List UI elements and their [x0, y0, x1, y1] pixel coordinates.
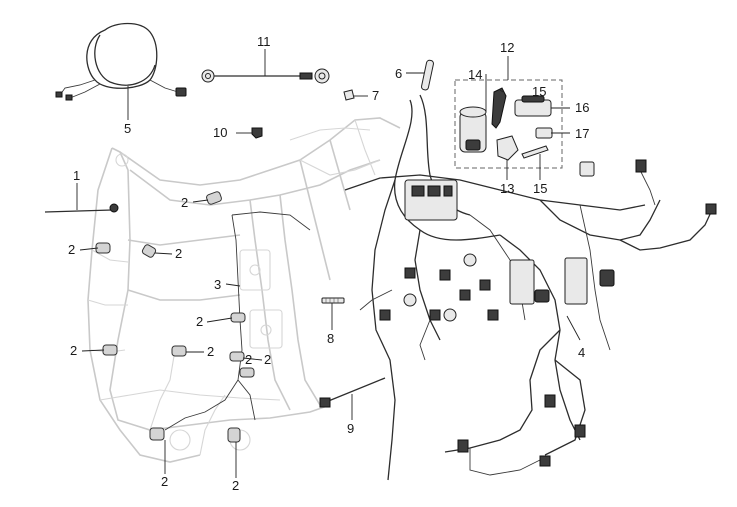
sub-harness-3: [164, 211, 311, 431]
callout-14: 14: [468, 67, 482, 82]
cable-tie-9: [319, 377, 386, 408]
callout-5: 5: [124, 121, 131, 136]
callout-2: 2: [161, 474, 168, 489]
main-harness-4: [344, 94, 717, 481]
callout-2: 2: [264, 352, 271, 367]
callout-2: 2: [196, 314, 203, 329]
callout-2: 2: [181, 195, 188, 210]
callout-10: 10: [213, 125, 227, 140]
motorcycle-frame: [87, 117, 401, 463]
callout-15: 15: [533, 181, 547, 196]
callout-11: 11: [257, 34, 271, 49]
small-parts: [251, 59, 434, 139]
callout-13: 13: [500, 181, 514, 196]
callout-labels: 1 2 2 2 2 2 2 2 2 2 2 3 4 5 6 7 8 9 10 1…: [68, 34, 589, 493]
callout-8: 8: [327, 331, 334, 346]
callout-9: 9: [347, 421, 354, 436]
callout-4: 4: [578, 345, 585, 360]
leader-lines: [76, 49, 581, 478]
callout-2: 2: [70, 343, 77, 358]
callout-2: 2: [245, 352, 252, 367]
callout-1: 1: [73, 168, 80, 183]
callout-6: 6: [395, 66, 402, 81]
ignition-set: [454, 79, 595, 177]
callout-12: 12: [500, 40, 514, 55]
wire-1: [44, 203, 119, 213]
bolt-8: [321, 297, 345, 304]
callout-2: 2: [175, 246, 182, 261]
callout-3: 3: [214, 277, 221, 292]
callout-2: 2: [232, 478, 239, 493]
ground-cable-11: [201, 68, 330, 84]
callout-7: 7: [372, 88, 379, 103]
callout-2: 2: [207, 344, 214, 359]
callout-2: 2: [68, 242, 75, 257]
wire-coil-5: [55, 22, 187, 101]
callout-17: 17: [575, 126, 589, 141]
callout-16: 16: [575, 100, 589, 115]
callout-15: 15: [532, 84, 546, 99]
cable-clips: [95, 191, 255, 443]
